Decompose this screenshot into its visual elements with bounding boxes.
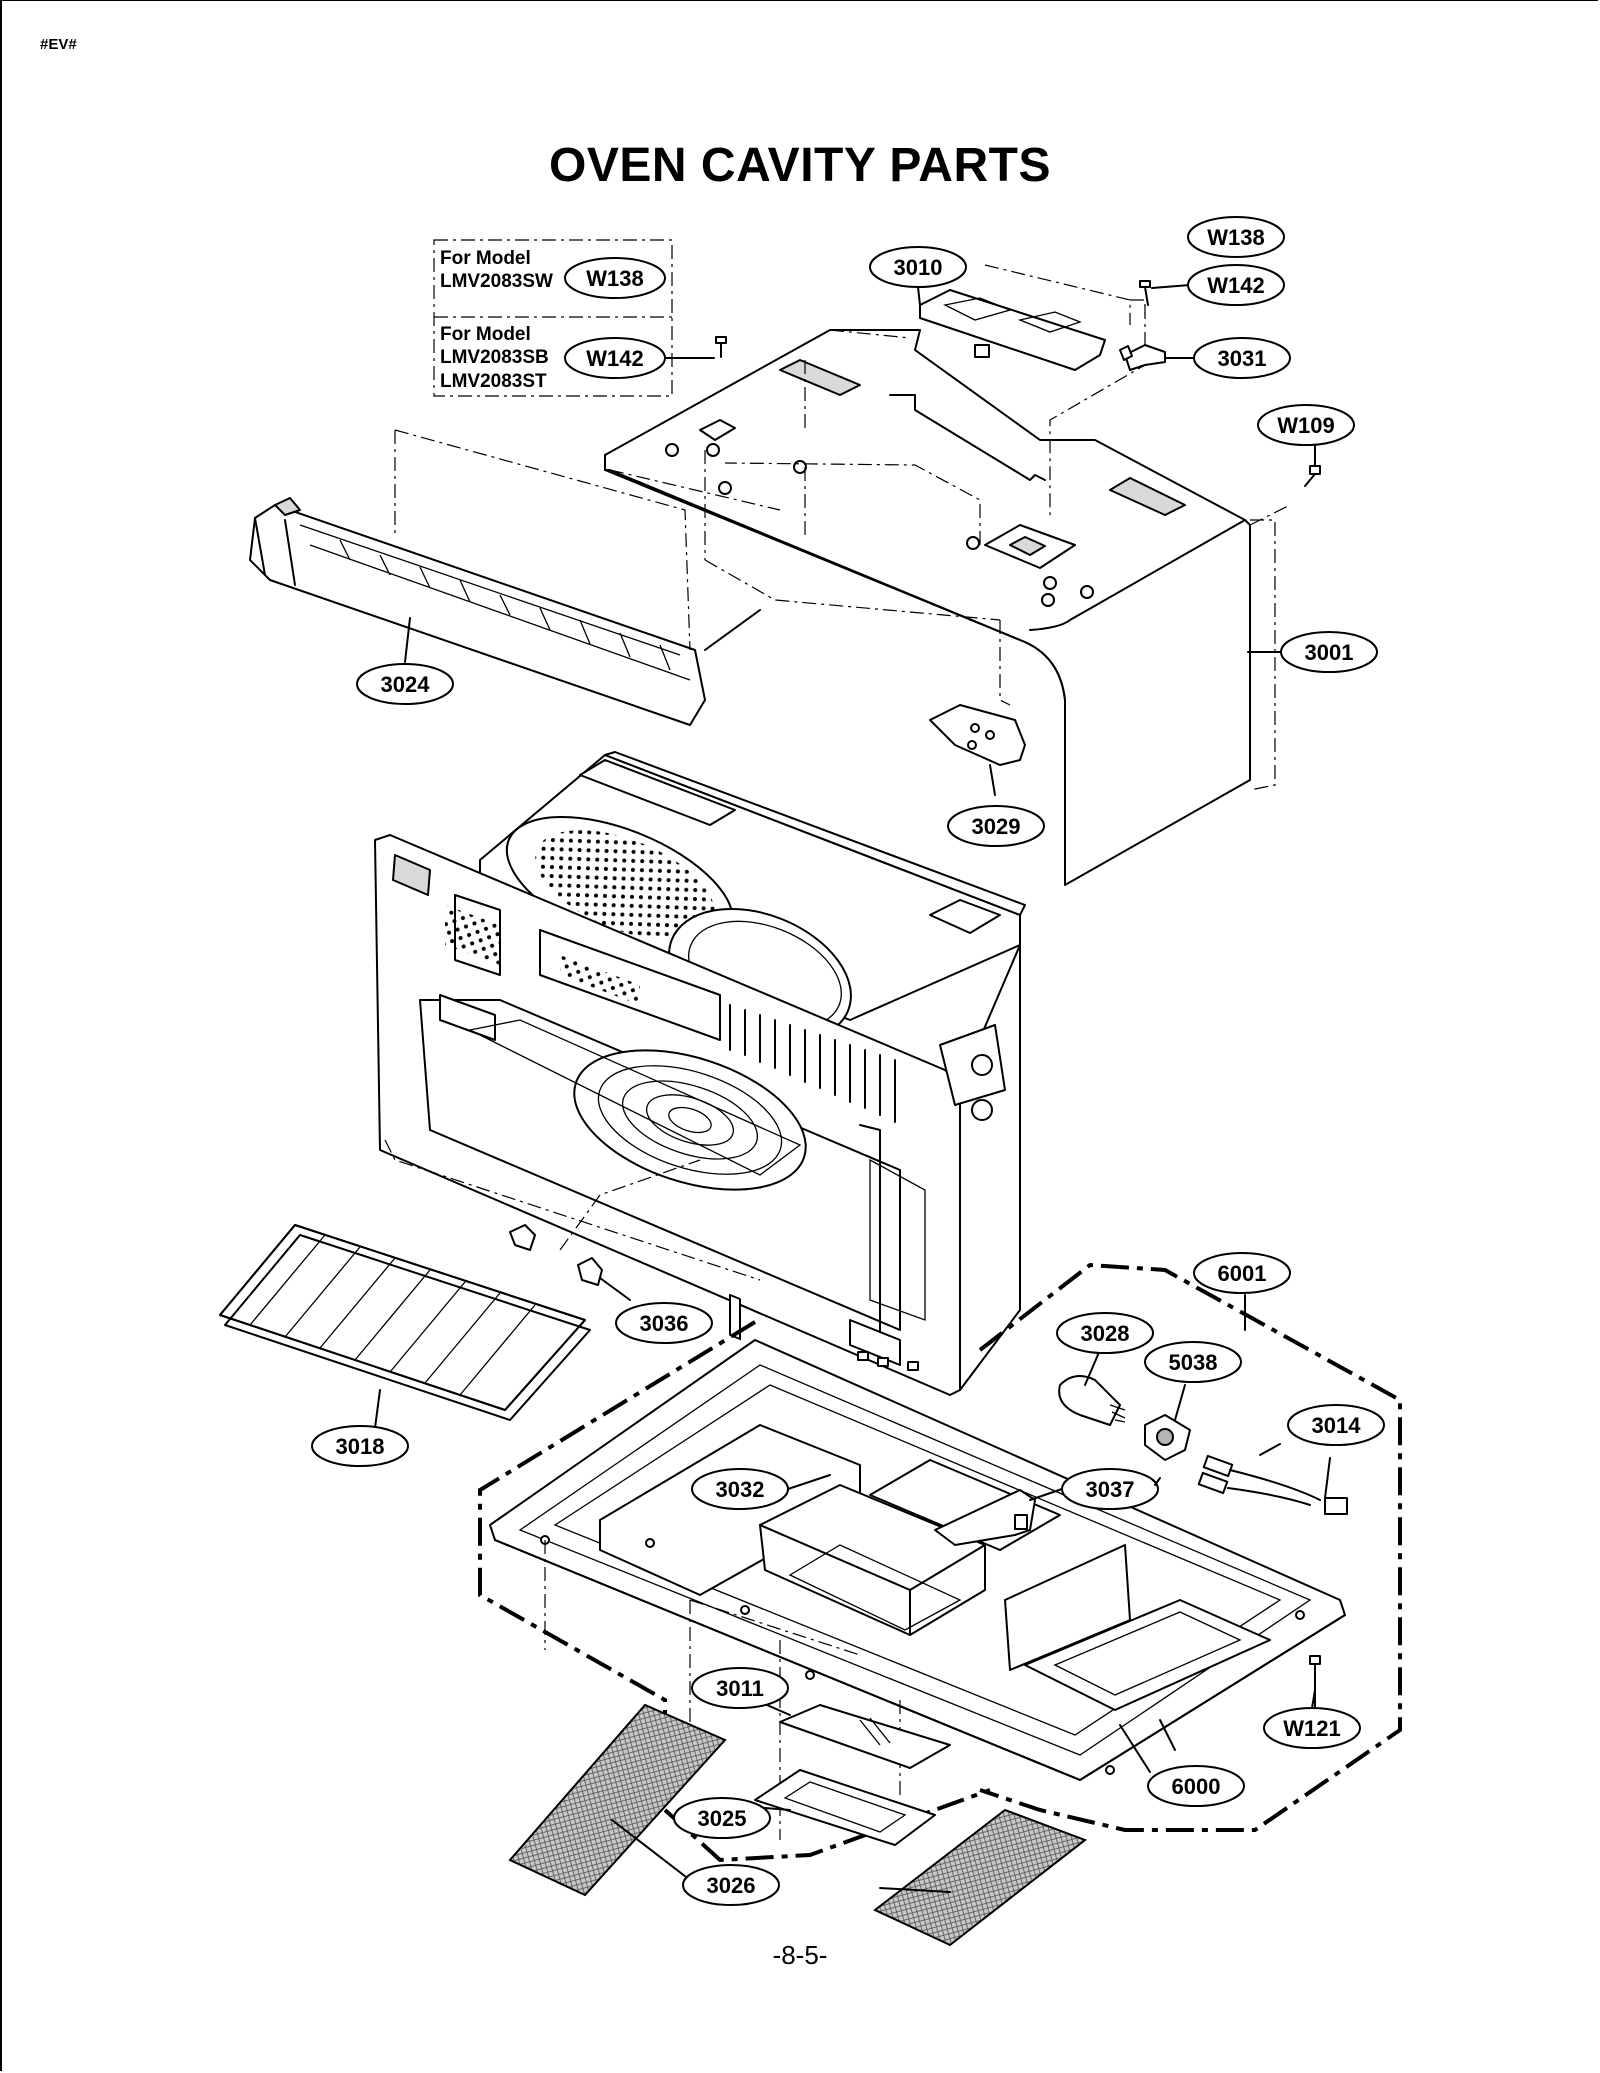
group-6001-outline — [978, 1262, 1402, 1832]
callout-3011: 3011 — [691, 1667, 789, 1709]
leader-lines — [404, 284, 1316, 1331]
callout-3025: 3025 — [673, 1797, 771, 1839]
svg-text:W142: W142 — [1207, 273, 1264, 298]
model-note-2-model-2: LMV2083ST — [440, 371, 547, 392]
outer-case-3001 — [604, 329, 1251, 886]
wire-harness-3014 — [1197, 1454, 1348, 1515]
oven-cavity — [374, 751, 1026, 1396]
air-guide-3024 — [249, 429, 781, 726]
callout-w138: W138 — [1187, 216, 1285, 258]
callout-5038: 5038 — [1144, 1341, 1242, 1383]
callout-3014: 3014 — [1287, 1404, 1385, 1446]
screw-w121 — [1309, 1655, 1321, 1711]
model-note-1-model: LMV2083SW — [440, 271, 553, 292]
page-code: #EV# — [40, 36, 77, 53]
leader-lines-2 — [787, 1443, 1316, 1773]
svg-text:3028: 3028 — [1081, 1321, 1130, 1346]
callout-3031: 3031 — [1193, 337, 1291, 379]
frame-3025 — [754, 1769, 936, 1846]
callout-w109: W109 — [1257, 404, 1355, 446]
svg-text:3001: 3001 — [1305, 640, 1354, 665]
callout-3024: 3024 — [356, 663, 454, 705]
callout-3001: 3001 — [1280, 631, 1378, 673]
filter-3026-left — [508, 1703, 727, 1897]
plate-3010 — [919, 264, 1146, 371]
callout-3010: 3010 — [869, 246, 967, 288]
svg-text:3029: 3029 — [972, 814, 1021, 839]
filter-3026-right — [873, 1808, 1088, 1947]
bracket-3029 — [929, 704, 1026, 796]
page-number: -8-5- — [772, 1940, 828, 1970]
svg-text:W138: W138 — [1207, 225, 1264, 250]
svg-text:3010: 3010 — [894, 255, 943, 280]
model-note-2-prefix: For Model — [440, 324, 531, 345]
model-note-1-prefix: For Model — [440, 248, 531, 269]
svg-text:6000: 6000 — [1172, 1774, 1221, 1799]
bottom-plate-6000 — [489, 1339, 1346, 1840]
svg-text:3024: 3024 — [381, 672, 431, 697]
svg-text:W109: W109 — [1277, 413, 1334, 438]
svg-text:6001: 6001 — [1218, 1261, 1267, 1286]
bracket-3031 — [1119, 344, 1166, 371]
svg-text:3037: 3037 — [1086, 1477, 1135, 1502]
svg-text:3025: 3025 — [698, 1806, 747, 1831]
callout-3032: 3032 — [691, 1468, 789, 1510]
model-note-2-part: W142 — [586, 346, 643, 371]
latch-3036 — [509, 1224, 631, 1301]
callout-w121: W121 — [1263, 1707, 1361, 1749]
screw-w142-left — [715, 336, 727, 358]
page-title: OVEN CAVITY PARTS — [549, 139, 1051, 192]
svg-text:3026: 3026 — [707, 1873, 756, 1898]
svg-text:3018: 3018 — [336, 1434, 385, 1459]
callout-3018: 3018 — [311, 1425, 409, 1467]
model-note-1-part: W138 — [586, 266, 643, 291]
callout-3029: 3029 — [947, 805, 1045, 847]
model-note-2-model-1: LMV2083SB — [440, 347, 549, 368]
cover-3011 — [759, 1701, 951, 1769]
svg-text:W121: W121 — [1283, 1716, 1340, 1741]
svg-text:3011: 3011 — [716, 1676, 764, 1701]
callout-6000: 6000 — [1147, 1765, 1245, 1807]
svg-text:3014: 3014 — [1312, 1413, 1362, 1438]
group-6000-outline — [478, 1320, 991, 1863]
callout-6001: 6001 — [1193, 1252, 1291, 1294]
lamp-3028 — [1058, 1349, 1126, 1426]
svg-text:3031: 3031 — [1218, 346, 1267, 371]
svg-text:5038: 5038 — [1169, 1350, 1218, 1375]
callouts: 3010 W138 W142 3031 W109 3001 3024 3029 … — [311, 216, 1385, 1906]
callout-3028: 3028 — [1056, 1312, 1154, 1354]
case-guides — [704, 305, 1291, 791]
svg-text:3036: 3036 — [640, 1311, 689, 1336]
svg-text:3032: 3032 — [716, 1477, 765, 1502]
callout-w142: W142 — [1187, 264, 1285, 306]
screw-w142-right — [1139, 280, 1151, 306]
callout-3036: 3036 — [615, 1302, 713, 1344]
model-note-box: For Model LMV2083SW W138 For Model LMV20… — [433, 239, 715, 397]
rack-3018 — [219, 1224, 591, 1429]
lamp-socket-5038 — [1144, 1384, 1191, 1461]
screw-w109 — [1304, 465, 1321, 487]
callout-3037: 3037 — [1061, 1468, 1159, 1510]
callout-3026: 3026 — [682, 1864, 780, 1906]
